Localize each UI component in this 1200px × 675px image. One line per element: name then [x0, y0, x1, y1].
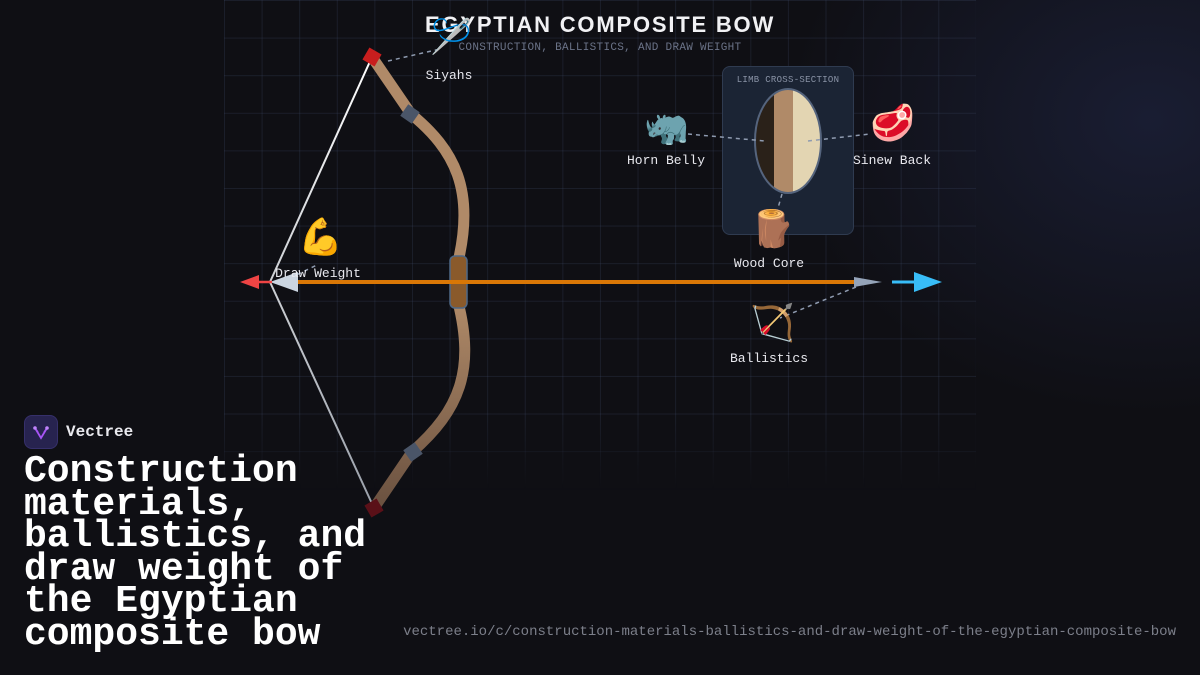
upper-limb	[366, 51, 470, 268]
wood-log-icon: 🪵	[750, 209, 795, 250]
label-draw-weight: Draw Weight	[275, 266, 361, 281]
label-sinew-back: Sinew Back	[852, 153, 932, 168]
lower-limb	[368, 296, 471, 514]
lower-tip	[364, 498, 384, 518]
label-siyahs: Siyahs	[425, 68, 473, 83]
label-horn-belly: Horn Belly	[626, 153, 706, 168]
flexed-biceps-icon: 💪	[298, 217, 343, 258]
sewing-needle-icon: 🪡	[430, 17, 473, 57]
cut-of-meat-icon: 🥩	[870, 103, 915, 144]
diagram-subtitle: CONSTRUCTION, BALLISTICS, AND DRAW WEIGH…	[458, 42, 742, 54]
brand: Vectree	[24, 415, 133, 449]
upper-tip	[362, 47, 382, 67]
flight-direction-arrow	[914, 272, 942, 292]
brand-name: Vectree	[66, 423, 134, 441]
bow-and-arrow-icon: 🏹	[750, 303, 795, 344]
wood-layer	[774, 89, 794, 193]
arrowhead	[854, 277, 882, 287]
arrow-fletching	[270, 272, 298, 292]
rhinoceros-icon: 🦏	[644, 107, 689, 148]
lower-joint	[403, 442, 423, 462]
headline: Construction materials, ballistics, and …	[24, 450, 367, 656]
label-wood-core: Wood Core	[733, 256, 805, 271]
callout-lines	[289, 48, 871, 319]
page-url[interactable]: vectree.io/c/construction-materials-ball…	[403, 624, 1176, 640]
label-ballistics: Ballistics	[729, 351, 809, 366]
upper-joint	[400, 104, 420, 124]
cross-section-title: LIMB CROSS-SECTION	[736, 75, 840, 85]
vectree-logo-icon	[24, 415, 58, 449]
draw-direction-arrow	[240, 275, 259, 289]
diagram-title: EGYPTIAN COMPOSITE BOW	[424, 12, 776, 37]
